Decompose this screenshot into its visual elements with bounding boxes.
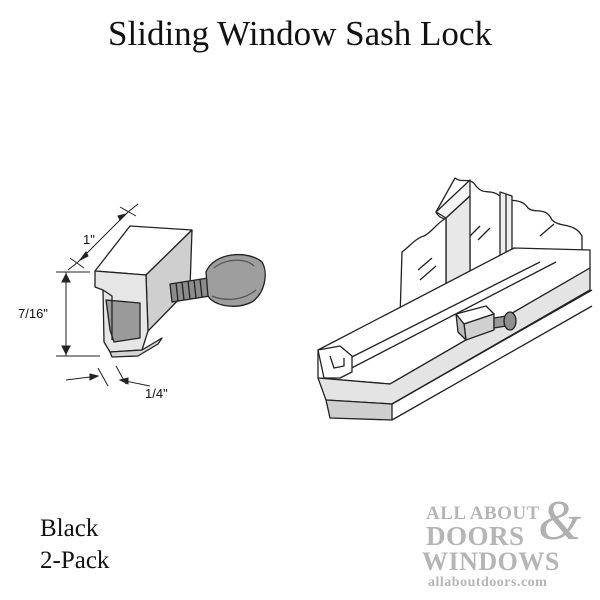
- logo-website: allaboutdoors.com: [428, 575, 548, 590]
- window-installation-drawing: [317, 177, 593, 421]
- dim-label-depth: 1/4": [145, 386, 168, 401]
- dim-label-width: 1": [83, 232, 95, 247]
- dim-label-height: 7/16": [18, 306, 48, 321]
- logo-ampersand: &: [538, 490, 582, 552]
- variant-color: Black: [40, 515, 99, 542]
- variant-pack: 2-Pack: [40, 547, 110, 574]
- sash-lock-drawing: [94, 225, 266, 358]
- logo-line-all-about: ALL ABOUT: [426, 503, 540, 524]
- page-title: Sliding Window Sash Lock: [108, 14, 492, 53]
- logo-line-doors: DOORS: [426, 521, 525, 551]
- logo-line-windows: WINDOWS: [422, 547, 560, 576]
- dimension-lines: [56, 203, 151, 387]
- brand-logo: ALL ABOUT & DOORS WINDOWS allaboutdoors.…: [420, 490, 590, 592]
